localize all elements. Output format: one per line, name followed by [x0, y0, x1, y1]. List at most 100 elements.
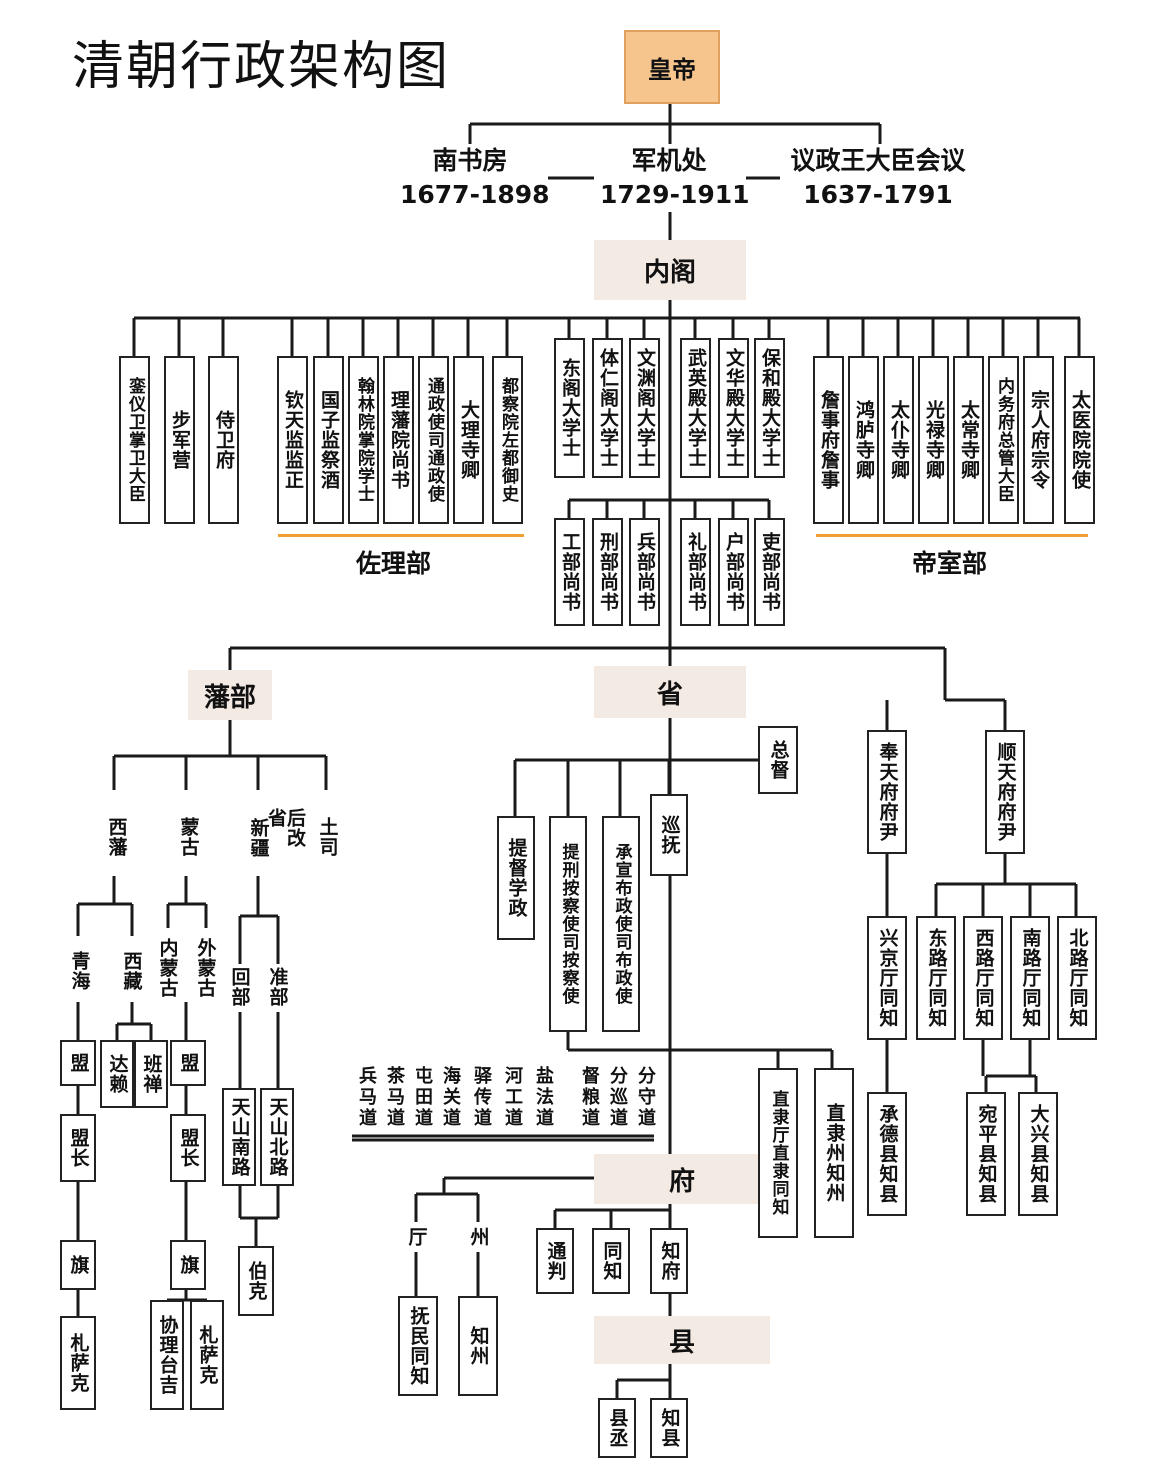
imperial-box-text: 宗人府宗令: [1028, 390, 1050, 490]
imperial-box-text: 太常寺卿: [958, 400, 980, 480]
council-name: 南书房: [432, 146, 508, 175]
fu-sub-label: 州: [464, 1222, 492, 1252]
province-label: 省: [594, 666, 746, 718]
grand-secretary-box: 武英殿大学士: [680, 338, 711, 478]
league-box-text: 盟: [177, 1053, 200, 1073]
region-label-text: 土司: [316, 817, 339, 857]
region-label: 新疆: [244, 812, 272, 864]
sub-region-label-text: 回部: [228, 967, 251, 1007]
region-label-text: 西藩: [105, 817, 128, 857]
council-years: 1637-1791: [803, 180, 953, 209]
council-years: 1729-1911: [600, 180, 750, 209]
route-box-text: 东路厅同知: [925, 928, 948, 1028]
route-box: 北路厅同知: [1057, 916, 1097, 1040]
dalai-box: 达赖: [100, 1040, 134, 1108]
zongdu-box: 总督: [758, 726, 798, 794]
region-label-text: 蒙古: [177, 817, 200, 857]
imperial-box-text: 太仆寺卿: [888, 400, 910, 480]
jasak-box-text: 札萨克: [67, 1333, 90, 1393]
county-box: 宛平县知县: [966, 1092, 1006, 1216]
guard-box: 侍卫府: [208, 356, 239, 524]
tianshan-south-box: 天山南路: [222, 1088, 256, 1186]
sub-region-label-text: 西藏: [120, 951, 143, 991]
league-chief-box: 盟长: [60, 1114, 96, 1182]
dao-haiguan: 海关道: [440, 1066, 461, 1129]
fu-subhead-box-text: 抚民同知: [407, 1306, 430, 1386]
zongdu-box-text: 总督: [767, 740, 790, 780]
league-box-text: 盟: [67, 1053, 90, 1073]
route-box-text: 北路厅同知: [1066, 928, 1089, 1028]
dao-fenshou: 分守道: [635, 1066, 656, 1129]
sub-region-label-text: 青海: [68, 951, 91, 991]
council-yizheng: 议政王大臣会议 1637-1791: [780, 144, 976, 212]
imperial-box: 太仆寺卿: [883, 356, 914, 524]
grand-secretary-box-text: 体仁阁大学士: [597, 348, 619, 468]
imperial-box: 鸿胪寺卿: [848, 356, 879, 524]
direct-box: 直隶厅直隶同知: [758, 1068, 798, 1238]
xian-label: 县: [594, 1316, 770, 1364]
sub-region-label: 西藏: [116, 946, 146, 996]
fu-official-box: 通判: [536, 1228, 574, 1294]
ministry-box-text: 工部尚书: [559, 532, 581, 612]
capital-box: 兴京厅同知: [867, 916, 907, 1040]
fu-official-box-text: 知府: [658, 1241, 681, 1281]
panchen-box-text: 班禅: [140, 1054, 163, 1094]
fu-sub-label: 厅: [402, 1222, 430, 1252]
imperial-box-text: 詹事府詹事: [818, 390, 840, 490]
assist-box-text: 国子监祭酒: [318, 390, 340, 490]
province-official-box: 提督学政: [497, 816, 535, 940]
dao-duliang: 督粮道: [579, 1066, 600, 1129]
ministry-box: 吏部尚书: [754, 518, 785, 626]
county-box: 大兴县知县: [1018, 1092, 1058, 1216]
council-junjichu: 军机处 1729-1911: [600, 144, 750, 212]
fu-label: 府: [594, 1154, 770, 1204]
assist-box-text: 翰林院掌院学士: [354, 377, 374, 503]
assist-box-text: 大理寺卿: [458, 400, 480, 480]
direct-box-text: 直隶州知州: [823, 1103, 846, 1203]
guard-box-text: 步军营: [169, 410, 191, 470]
jasak-box-text: 札萨克: [196, 1325, 219, 1385]
grand-secretary-box-text: 武英殿大学士: [685, 348, 707, 468]
sub-region-label: 青海: [64, 946, 94, 996]
imperial-box-text: 鸿胪寺卿: [853, 400, 875, 480]
assist-box: 理藩院尚书: [383, 356, 414, 524]
grand-secretary-box: 东阁大学士: [554, 338, 585, 478]
direct-box: 直隶州知州: [814, 1068, 854, 1238]
capital-box-text: 承德县知县: [876, 1104, 899, 1204]
dao-yichuan: 驿传道: [471, 1066, 492, 1129]
province-official-box-text: 提督学政: [505, 838, 528, 918]
page-title: 清朝行政架构图: [72, 37, 451, 97]
province-official-box: 提刑按察使司按察使: [549, 816, 587, 1032]
banner-box-text: 旗: [177, 1255, 200, 1275]
fu-subhead-box-text: 知州: [467, 1326, 490, 1366]
xian-official-box-text: 知县: [658, 1408, 681, 1448]
ministry-box: 礼部尚书: [680, 518, 711, 626]
assist-box-text: 理藩院尚书: [388, 390, 410, 490]
beg-box: 伯克: [238, 1246, 274, 1316]
emperor-box: 皇帝: [624, 30, 720, 104]
fu-official-box: 同知: [592, 1228, 630, 1294]
panchen-box: 班禅: [134, 1040, 168, 1108]
jasak-box: 札萨克: [60, 1316, 96, 1410]
guard-box-text: 侍卫府: [213, 410, 235, 470]
council-nanshufang: 南书房 1677-1898: [400, 144, 550, 212]
assist-box: 钦天监监正: [277, 356, 308, 524]
beg-box-text: 伯克: [245, 1261, 268, 1301]
assist-box: 大理寺卿: [453, 356, 484, 524]
xieli-taiji-box-text: 协理台吉: [156, 1315, 179, 1395]
tianshan-south-box-text: 天山南路: [228, 1097, 251, 1177]
sub-region-label: 内蒙古: [154, 934, 180, 1002]
sub-region-label-text: 内蒙古: [156, 938, 179, 998]
league-box: 盟: [60, 1040, 96, 1086]
dao-chama: 茶马道: [384, 1066, 405, 1129]
fu-official-box-text: 同知: [600, 1241, 623, 1281]
guard-box-text: 銮仪卫掌卫大臣: [125, 377, 145, 503]
sub-region-label: 回部: [226, 964, 252, 1010]
imperial-box: 光禄寺卿: [918, 356, 949, 524]
region-label-text: 后改省: [265, 808, 306, 848]
imperial-box-text: 太医院院使: [1069, 390, 1091, 490]
imperial-box: 宗人府宗令: [1023, 356, 1054, 524]
fu-official-box: 知府: [650, 1228, 688, 1294]
neige-label: 内阁: [594, 240, 746, 300]
region-label: 土司: [312, 812, 342, 862]
